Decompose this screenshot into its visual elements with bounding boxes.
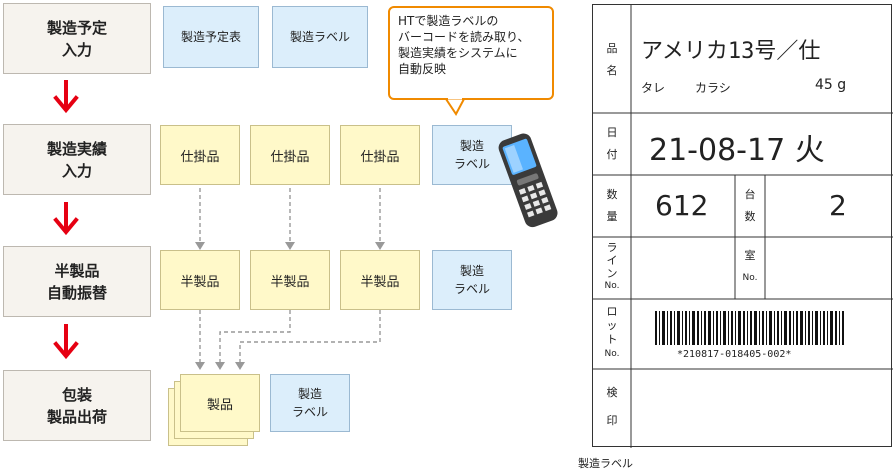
key-char: ン — [606, 267, 618, 280]
key-char: 検 — [606, 386, 618, 399]
key-char: 品 — [606, 42, 618, 55]
semi-product-box: 半製品 — [250, 250, 330, 310]
key-char: 数 — [744, 210, 756, 223]
quantity-value: 612 — [655, 189, 709, 222]
key-char: 台 — [744, 188, 756, 201]
callout-pointer — [444, 98, 466, 116]
key-char: 印 — [606, 414, 618, 427]
key-char: イ — [606, 254, 618, 267]
product-weight: 45 g — [815, 77, 847, 93]
step-actual-input: 製造実績 入力 — [3, 124, 151, 195]
step-package-ship: 包装 製品出荷 — [3, 370, 151, 441]
connector-semi-prod-2 — [219, 310, 291, 362]
semi-product-box: 半製品 — [160, 250, 240, 310]
label-key-units: 台 数 — [735, 181, 765, 231]
product-sub1: タレ — [641, 81, 666, 95]
key-char: 数 — [606, 188, 618, 201]
doc-label-row3: 製造 ラベル — [432, 250, 512, 310]
doc-production-label: 製造ラベル — [272, 6, 368, 68]
semi-product-box: 半製品 — [340, 250, 420, 310]
label-grid — [593, 5, 893, 448]
wip-box: 仕掛品 — [160, 125, 240, 185]
key-char: ロ — [606, 305, 618, 318]
step-plan-input: 製造予定 入力 — [3, 3, 151, 74]
key-char: 室 — [744, 249, 756, 262]
callout-ht-scan: HTで製造ラベルの バーコードを読み取り、 製造実績をシステムに 自動反映 — [388, 6, 554, 100]
wip-box: 仕掛品 — [250, 125, 330, 185]
doc-label-row2: 製造 ラベル — [432, 125, 512, 185]
key-char: 日 — [606, 126, 618, 139]
key-char: ラ — [606, 241, 618, 254]
arrow-down-3 — [53, 324, 79, 360]
connectors — [195, 188, 385, 370]
key-char: ッ — [606, 319, 618, 332]
label-key-product: 品 名 — [593, 35, 631, 85]
product-sub2: カラシ — [695, 81, 731, 95]
date-value: 21-08-17 火 — [649, 133, 825, 168]
product-box: 製品 — [180, 374, 260, 432]
label-key-lot: ロ ッ ト No. — [593, 305, 631, 365]
key-char: 付 — [606, 148, 618, 161]
handheld-terminal-icon — [498, 133, 558, 228]
label-caption: 製造ラベル — [578, 457, 633, 470]
key-char: 名 — [606, 64, 618, 77]
unit-count-value: 2 — [829, 189, 847, 222]
key-char: No. — [742, 273, 758, 283]
barcode-text: *210817-018405-002* — [677, 349, 792, 360]
doc-label-row4: 製造 ラベル — [270, 374, 350, 432]
doc-production-schedule: 製造予定表 — [163, 6, 259, 68]
arrow-down-1 — [53, 80, 79, 114]
step-semi-transfer: 半製品 自動振替 — [3, 246, 151, 317]
product-name: アメリカ13号／仕 — [641, 39, 821, 64]
key-char: No. — [604, 349, 620, 359]
production-label: 品 名 アメリカ13号／仕 タレ カラシ 45 g 日 付 21-08-17 火… — [592, 4, 893, 448]
key-char: 量 — [606, 210, 618, 223]
label-key-qty: 数 量 — [593, 181, 631, 231]
connector-semi-prod-3 — [239, 310, 381, 362]
wip-box: 仕掛品 — [340, 125, 420, 185]
key-char: No. — [604, 281, 620, 291]
room-key: 室 No. — [735, 245, 765, 295]
flow-arrows — [53, 80, 79, 360]
label-key-line: ラ イ ン No. — [593, 241, 631, 297]
label-key-date: 日 付 — [593, 119, 631, 169]
arrow-down-2 — [53, 202, 79, 236]
barcode-icon — [655, 311, 844, 345]
key-char: ト — [606, 333, 618, 346]
label-key-inspection: 検 印 — [593, 377, 631, 437]
